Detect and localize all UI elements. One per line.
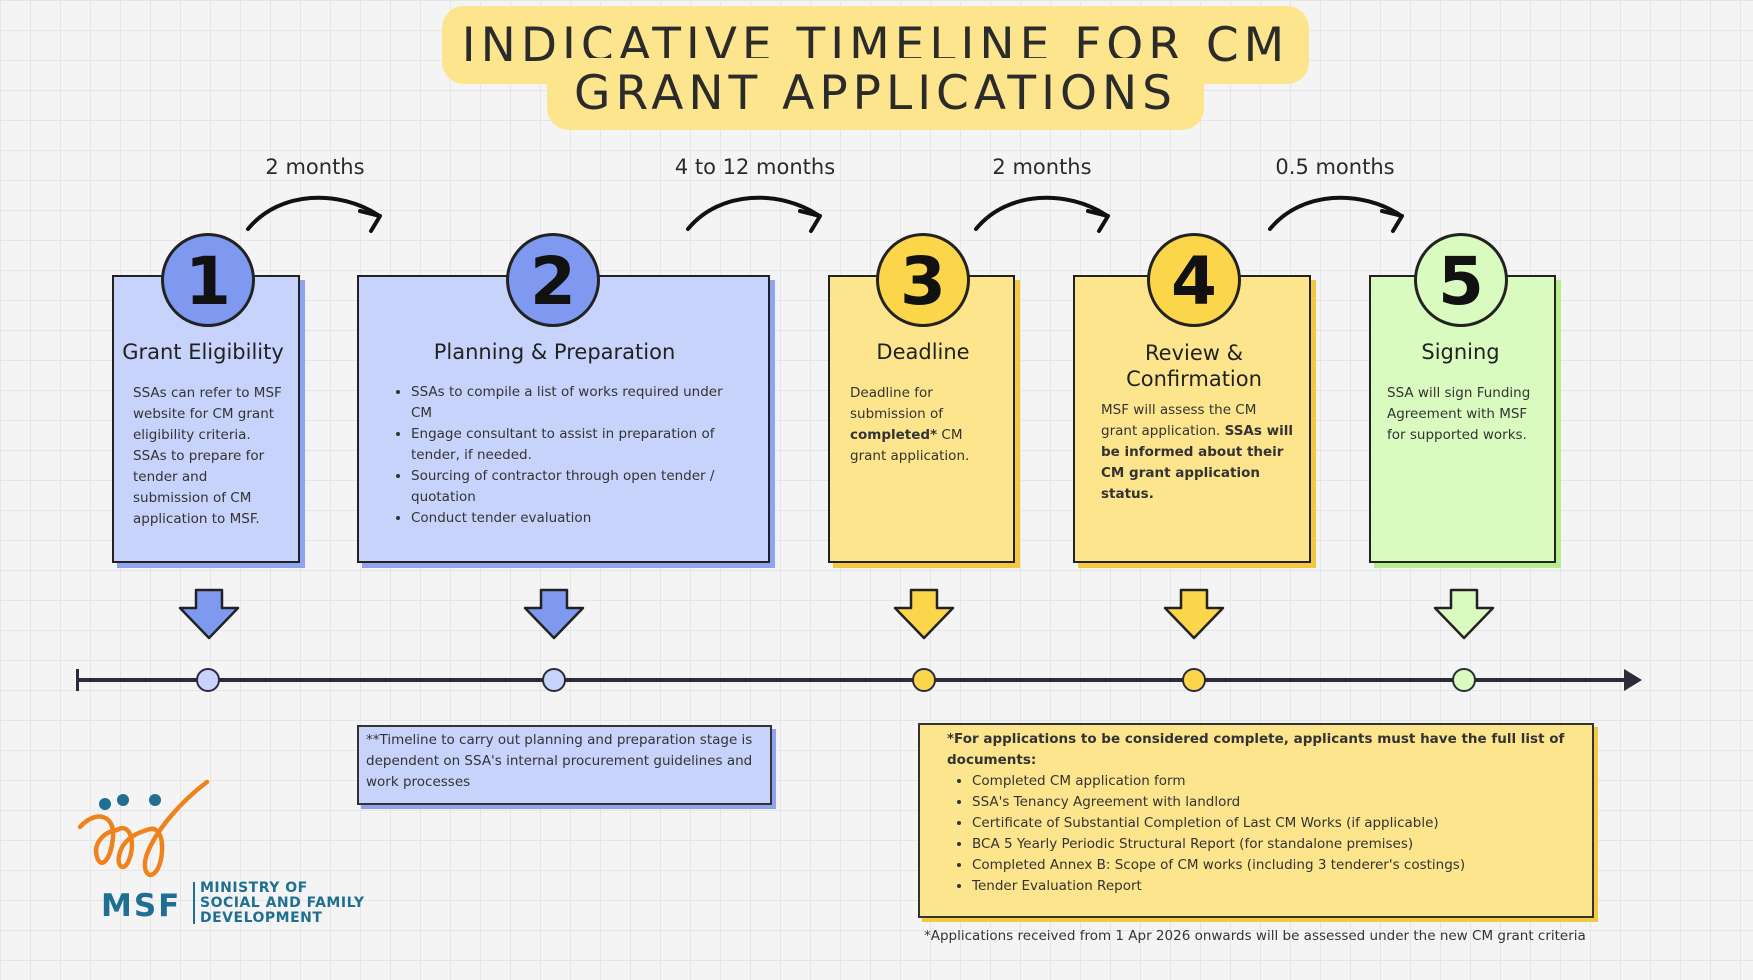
curved-arrow-4 [1268,195,1404,233]
timeline-axis [78,678,1638,682]
planning-bullet: Sourcing of contractor through open tend… [411,466,743,508]
curved-arrow-1 [246,195,382,233]
planning-bullet: SSAs to compile a list of works required… [411,382,743,424]
msf-logo-divider [193,882,195,924]
down-arrow-2 [523,588,585,640]
document-item: Tender Evaluation Report [972,876,1582,897]
down-arrow-5 [1433,588,1495,640]
stage-number-3: 3 [876,233,970,327]
curved-arrow-3 [974,195,1110,233]
document-item: SSA's Tenancy Agreement with landlord [972,792,1582,813]
deadline-text: Deadline for submission of [850,385,943,422]
timeline-dot-3 [912,668,936,692]
document-item: Certificate of Substantial Completion of… [972,813,1582,834]
stage-title-line-1: Review & [1145,341,1243,365]
duration-label-2: 4 to 12 months [674,155,836,179]
review-bold-text: SSAs will be informed about their CM gra… [1101,423,1293,502]
stage-title-grant-eligibility: Grant Eligibility [122,340,284,364]
document-item: Completed Annex B: Scope of CM works (in… [972,855,1582,876]
stage-title-planning-preparation: Planning & Preparation [433,340,676,364]
stage-number-2: 2 [506,233,600,327]
stage-number-4: 4 [1147,233,1241,327]
stage-title-deadline: Deadline [876,340,970,364]
stage-body-signing: SSA will sign Funding Agreement with MSF… [1387,385,1531,443]
timeline-axis-start-tick [76,669,79,691]
deadline-text-end: CM grant application. [850,427,970,464]
msf-logo-line-2: SOCIAL AND FAMILY [200,895,365,911]
duration-label-3: 2 months [992,155,1092,179]
review-text: MSF will assess the CM grant application… [1101,402,1257,439]
stage-number-1: 1 [161,233,255,327]
msf-logo-name: MINISTRY OF SOCIAL AND FAMILY DEVELOPMEN… [200,881,364,926]
msf-logo-figures-icon [77,779,210,878]
curved-arrow-2 [686,195,822,233]
duration-label-4: 0.5 months [1275,155,1395,179]
stage-title-signing: Signing [1421,340,1500,364]
down-arrow-4 [1163,588,1225,640]
planning-bullet: Conduct tender evaluation [411,508,743,529]
duration-label-1: 2 months [265,155,365,179]
msf-logo-abbr: MSF [101,888,182,924]
criteria-footnote: *Applications received from 1 Apr 2026 o… [924,928,1586,944]
timeline-dot-5 [1452,668,1476,692]
stage-title-line-2: Confirmation [1126,367,1262,391]
stage-body-planning-preparation: SSAs to compile a list of works required… [393,382,743,529]
complete-application-note: *For applications to be considered compl… [918,723,1594,918]
timeline-arrowhead [1624,669,1642,691]
down-arrow-1 [178,588,240,640]
planning-bullet: Engage consultant to assist in preparati… [411,424,743,466]
stage-body-deadline: Deadline for submission of completed* CM… [850,383,1000,467]
down-arrow-3 [893,588,955,640]
document-item: BCA 5 Yearly Periodic Structural Report … [972,834,1582,855]
stage-body-grant-eligibility: SSAs can refer to MSF website for CM gra… [133,385,282,527]
title-line-2: GRANT APPLICATIONS [547,58,1204,130]
timeline-dot-4 [1182,668,1206,692]
planning-timeline-note: **Timeline to carry out planning and pre… [357,725,772,805]
deadline-bold-text: completed* [850,427,938,443]
stage-title-review-confirmation: Review & Confirmation [1073,340,1315,392]
msf-logo-line-1: MINISTRY OF [200,880,308,896]
stage-body-review-confirmation: MSF will assess the CM grant application… [1101,400,1296,505]
planning-note-text: **Timeline to carry out planning and pre… [366,732,753,790]
timeline-dot-2 [542,668,566,692]
document-item: Completed CM application form [972,771,1582,792]
timeline-dot-1 [196,668,220,692]
complete-note-heading: *For applications to be considered compl… [947,731,1565,768]
stage-number-5: 5 [1414,233,1508,327]
msf-logo-line-3: DEVELOPMENT [200,910,323,926]
